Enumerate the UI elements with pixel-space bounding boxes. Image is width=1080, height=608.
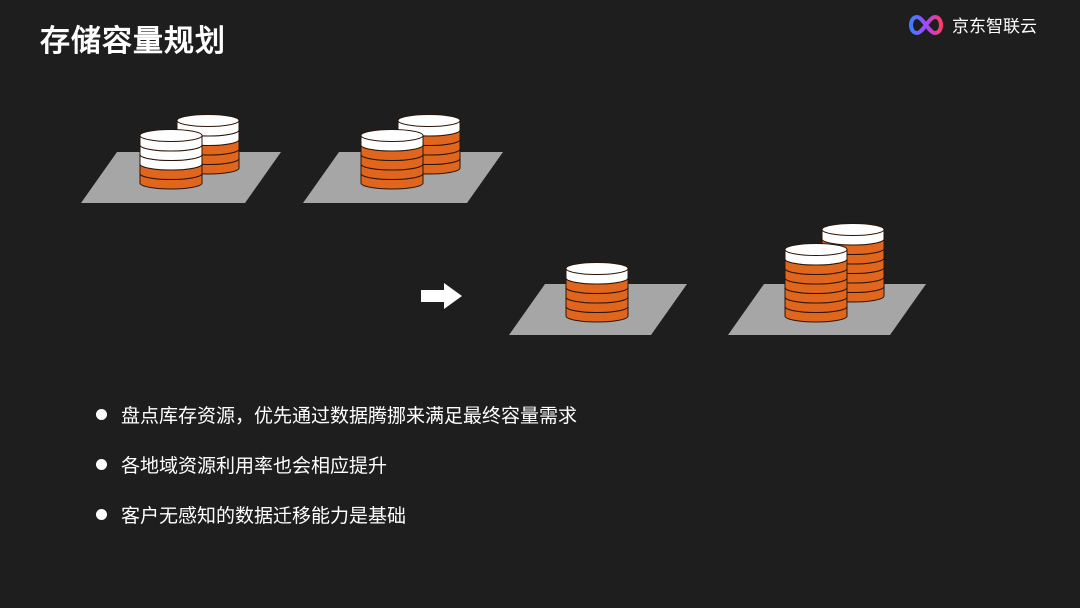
before-server-group-2	[303, 114, 503, 203]
disk-top	[176, 114, 240, 127]
after-server-group-2	[728, 223, 926, 335]
bullet-item: 各地域资源利用率也会相应提升	[96, 448, 577, 480]
bullet-list: 盘点库存资源，优先通过数据腾挪来满足最终容量需求 各地域资源利用率也会相应提升 …	[96, 398, 577, 548]
disk-top	[821, 223, 885, 236]
bullet-dot-icon	[96, 458, 107, 470]
disk-top	[360, 129, 424, 142]
logo-text: 京东智联云	[952, 17, 1037, 37]
after-server-group-1	[509, 262, 687, 335]
bullet-dot-icon	[96, 508, 107, 520]
bullet-dot-icon	[96, 408, 107, 420]
right-arrow-icon	[421, 283, 462, 309]
bullet-item: 盘点库存资源，优先通过数据腾挪来满足最终容量需求	[96, 398, 577, 430]
disk-top	[565, 262, 629, 275]
disk-top	[784, 243, 848, 256]
disk-stack	[360, 129, 424, 190]
brand-logo: 京东智联云	[906, 12, 1037, 37]
bullet-item: 客户无感知的数据迁移能力是基础	[96, 498, 577, 530]
before-server-group-1	[81, 114, 281, 203]
jd-cloud-infinity-logo-icon	[909, 14, 943, 35]
disk-stack	[784, 243, 848, 323]
disk-stack	[565, 262, 629, 323]
disk-top	[397, 114, 461, 127]
slide-title: 存储容量规划	[40, 24, 226, 59]
disk-stack	[139, 129, 203, 190]
disk-top	[139, 129, 203, 142]
